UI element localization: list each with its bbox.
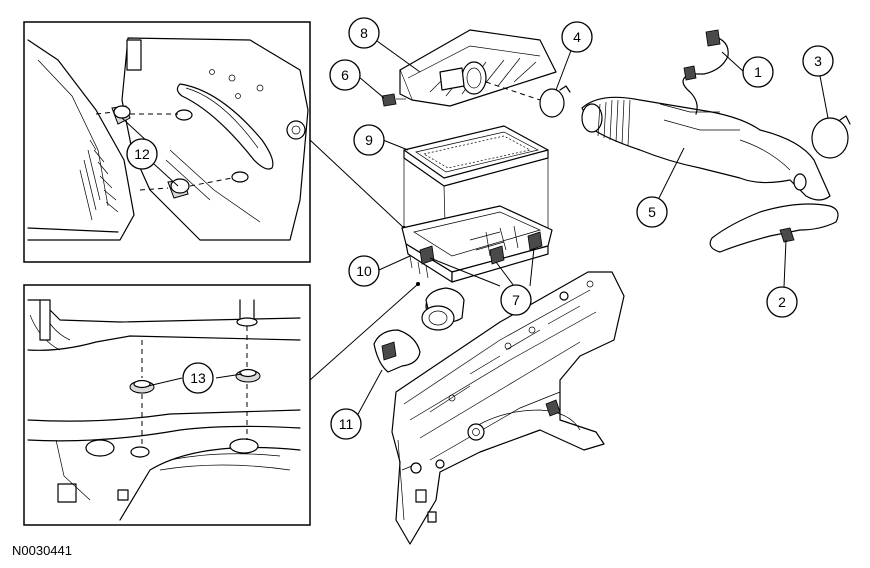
callout-5: 5: [636, 196, 668, 228]
svg-text:9: 9: [365, 132, 373, 148]
svg-text:4: 4: [573, 29, 581, 45]
svg-text:1: 1: [754, 64, 762, 80]
clamp-4: [539, 85, 571, 118]
air-filter-element: [403, 125, 549, 187]
svg-text:10: 10: [356, 263, 372, 279]
grommet-13-right: [235, 368, 261, 383]
callout-9: 9: [353, 124, 385, 156]
callout-13: 13: [182, 362, 214, 394]
svg-text:3: 3: [814, 53, 822, 69]
svg-text:5: 5: [648, 204, 656, 220]
grommet-13-left: [129, 379, 155, 394]
svg-text:8: 8: [360, 25, 368, 41]
callout-6: 6: [329, 59, 361, 91]
svg-text:6: 6: [341, 67, 349, 83]
callout-1: 1: [742, 56, 774, 88]
callout-10: 10: [348, 255, 380, 287]
grommet-12-lower: [167, 178, 190, 199]
air-cleaner-cover: [399, 29, 557, 107]
callout-4: 4: [561, 21, 593, 53]
screw: [381, 93, 406, 107]
callout-3: 3: [802, 45, 834, 77]
callout-12: 12: [126, 138, 158, 170]
sensor-harness: [682, 29, 729, 115]
callout-8: 8: [348, 17, 380, 49]
figure-code: N0030441: [12, 543, 72, 558]
callout-7: 7: [500, 284, 532, 316]
svg-text:7: 7: [512, 292, 520, 308]
svg-text:12: 12: [134, 146, 150, 162]
clamp-3: [811, 115, 851, 159]
detail-inset-upper: [23, 21, 311, 263]
svg-text:13: 13: [190, 370, 206, 386]
body-panel: [391, 271, 625, 545]
callout-11: 11: [330, 408, 362, 440]
air-cleaner-outlet-pipe: [581, 96, 839, 253]
svg-text:2: 2: [778, 294, 786, 310]
detail-inset-lower: [23, 284, 311, 526]
callout-2: 2: [766, 286, 798, 318]
air-inlet-duct: [373, 287, 465, 373]
svg-text:11: 11: [339, 416, 354, 432]
air-cleaner-box: [401, 205, 553, 283]
